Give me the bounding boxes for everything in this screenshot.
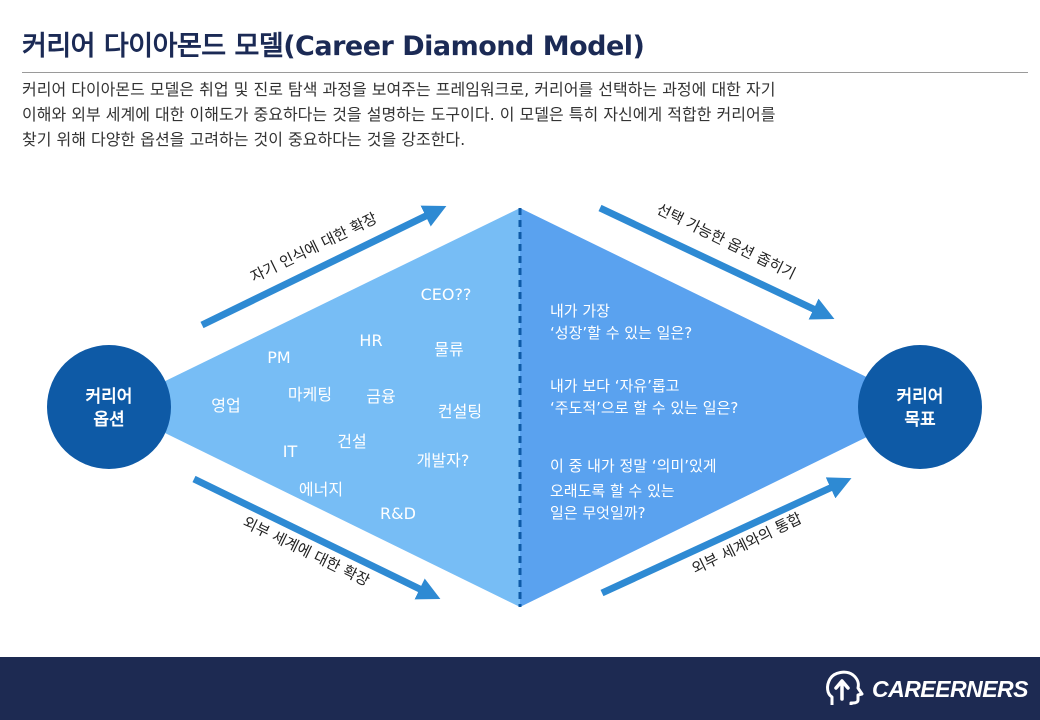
- intro-text: 커리어 다이아몬드 모델은 취업 및 진로 탐색 과정을 보여주는 프레임워크로…: [22, 77, 1012, 152]
- option-word: HR: [359, 331, 382, 350]
- career-options-circle: [47, 345, 171, 469]
- question-text: 내가 가장: [550, 302, 610, 320]
- career-goal-circle: [858, 345, 982, 469]
- option-word: 영업: [211, 396, 240, 415]
- option-word: PM: [267, 348, 290, 367]
- question-text: 오래도록 할 수 있는: [550, 482, 675, 500]
- option-word: 물류: [434, 340, 463, 359]
- diamond-left-half: [112, 208, 520, 607]
- option-word: 에너지: [299, 480, 343, 499]
- arrow-self-awareness: [200, 205, 447, 329]
- brand-name: CAREERNERS: [871, 675, 1029, 702]
- intro-line: 커리어 다이아몬드 모델은 취업 및 진로 탐색 과정을 보여주는 프레임워크로…: [22, 80, 776, 99]
- question-text: ‘주도적’으로 할 수 있는 일은?: [550, 399, 738, 417]
- page-title: 커리어 다이아몬드 모델(Career Diamond Model): [22, 31, 645, 62]
- arrow-integration: [600, 477, 852, 597]
- question-text: 일은 무엇일까?: [550, 504, 646, 522]
- footer-bar: CAREERNERS: [0, 657, 1040, 720]
- diamond-right-half: [520, 208, 928, 607]
- career-goal-label: 커리어: [897, 387, 944, 407]
- option-word: 금융: [366, 387, 395, 406]
- career-options-label: 옵션: [93, 410, 124, 430]
- brand: CAREERNERS: [824, 669, 1029, 709]
- intro-line: 이해와 외부 세계에 대한 이해도가 중요하다는 것을 설명하는 도구이다. 이…: [22, 105, 776, 124]
- career-goal-label: 목표: [904, 410, 936, 430]
- arrow-external-world: [192, 475, 441, 600]
- career-options-label: 커리어: [86, 387, 133, 407]
- option-word: CEO??: [421, 285, 472, 304]
- intro-line: 찾기 위해 다양한 옵션을 고려하는 것이 중요하다는 것을 강조한다.: [22, 130, 466, 149]
- question-text: 내가 보다 ‘자유’롭고: [550, 377, 679, 395]
- option-word: 컨설팅: [438, 402, 482, 421]
- option-word: 개발자?: [417, 451, 470, 470]
- option-word: 마케팅: [288, 385, 332, 404]
- question-text: 이 중 내가 정말 ‘의미’있게: [550, 457, 717, 475]
- title-divider: [22, 72, 1028, 73]
- head-arrow-logo-icon: [826, 670, 864, 705]
- arrow-narrow-options: [598, 204, 835, 320]
- option-word: 건설: [337, 432, 366, 451]
- option-word: R&D: [380, 504, 416, 523]
- question-text: ‘성장’할 수 있는 일은?: [550, 324, 692, 342]
- option-word: IT: [283, 442, 298, 461]
